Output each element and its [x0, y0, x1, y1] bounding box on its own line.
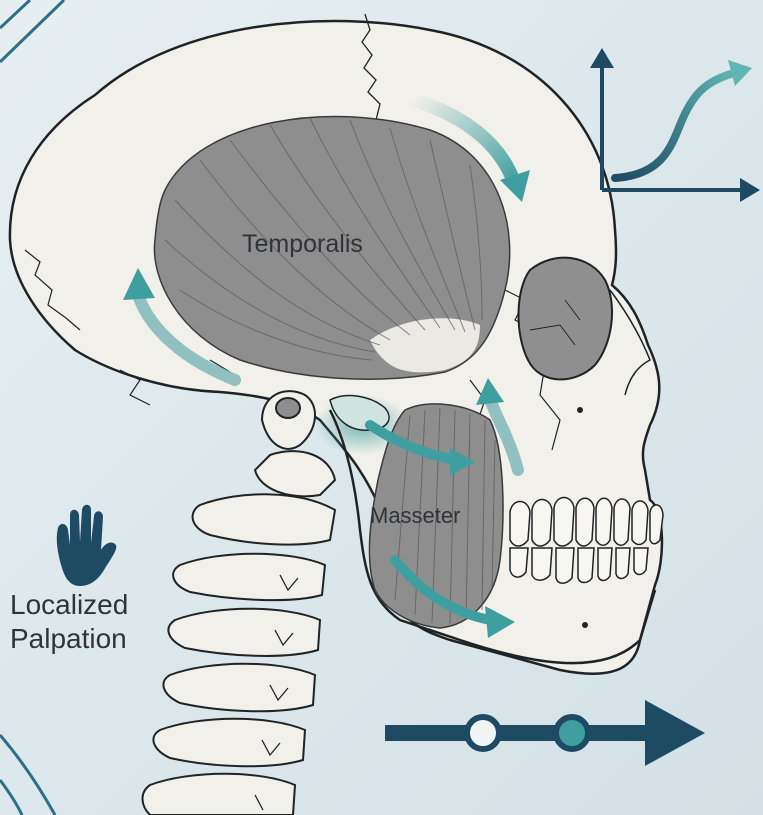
- vertebra-c5: [163, 664, 315, 711]
- mental-foramen: [582, 622, 588, 628]
- palpation-label-line1: Localized: [10, 589, 128, 620]
- masseter-label: Masseter: [370, 503, 460, 528]
- temporalis-label: Temporalis: [242, 230, 363, 258]
- teeth: [510, 498, 663, 584]
- progress-marker-empty: [467, 717, 499, 749]
- vertebra-c4: [168, 609, 320, 656]
- orbit: [518, 258, 612, 380]
- palpation-label-line2: Palpation: [10, 623, 127, 654]
- vertebra-c3: [173, 554, 325, 600]
- vertebra-c6: [153, 719, 305, 766]
- progress-marker-filled: [556, 717, 588, 749]
- infraorbital-foramen: [577, 407, 583, 413]
- vertebra-c7: [143, 774, 296, 815]
